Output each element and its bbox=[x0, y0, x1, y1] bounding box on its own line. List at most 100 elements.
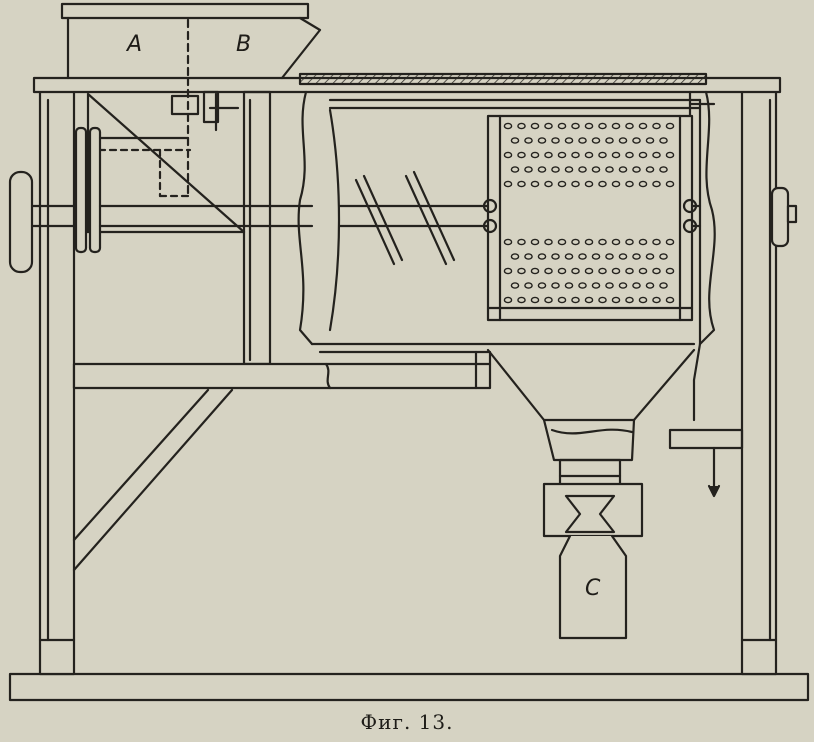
sieve-hole bbox=[645, 282, 655, 289]
sieve-hole bbox=[652, 122, 661, 130]
sieve-hole bbox=[625, 180, 634, 188]
sieve-hole bbox=[524, 253, 533, 260]
sieve-hole bbox=[611, 151, 621, 159]
sieve-hole bbox=[530, 180, 540, 188]
sieve-hole bbox=[557, 267, 567, 275]
sieve-hole bbox=[510, 282, 520, 289]
base-slab bbox=[8, 672, 810, 702]
right-knob bbox=[770, 186, 798, 248]
inner-posts bbox=[170, 90, 272, 366]
sieve-hole bbox=[665, 151, 675, 159]
sieve-hole bbox=[571, 180, 580, 188]
sieve-hole bbox=[652, 151, 661, 159]
sieve-hole bbox=[584, 296, 594, 304]
sieve-hole bbox=[571, 238, 580, 246]
sieve-hole bbox=[530, 122, 540, 130]
sieve-hole bbox=[537, 253, 547, 260]
sieve-hole bbox=[625, 296, 634, 304]
sieve-hole bbox=[632, 166, 641, 173]
sieve-hole bbox=[557, 238, 567, 246]
sieve-hole bbox=[537, 166, 547, 173]
sieve-hole bbox=[625, 151, 634, 159]
sieve-hole bbox=[638, 267, 648, 275]
figure-caption: Фиг. 13. bbox=[360, 710, 454, 734]
sieve-hole bbox=[638, 180, 648, 188]
sieve-hole bbox=[598, 180, 607, 188]
sieve-hole bbox=[503, 122, 513, 130]
sieve-hole bbox=[611, 267, 621, 275]
sieve-hole bbox=[638, 238, 648, 246]
sieve-hole bbox=[537, 137, 547, 144]
sieve-hole bbox=[638, 296, 648, 304]
sieve-hole bbox=[611, 296, 621, 304]
sieve-hole bbox=[517, 180, 526, 188]
sieve-hole bbox=[544, 151, 553, 159]
sieve-hole bbox=[598, 238, 607, 246]
left-leg bbox=[38, 88, 76, 676]
sieve-hole bbox=[524, 166, 533, 173]
sieve-hole bbox=[564, 137, 574, 144]
sieve-hole bbox=[605, 166, 614, 173]
sieve-hole bbox=[665, 267, 675, 275]
discharge-funnel bbox=[486, 348, 696, 494]
drum-casing bbox=[297, 90, 716, 346]
sieve-hole bbox=[544, 267, 553, 275]
sieve-hole bbox=[551, 282, 560, 289]
sieve-hole bbox=[564, 282, 574, 289]
sieve-hole bbox=[530, 151, 540, 159]
sieve-hole bbox=[638, 122, 648, 130]
sieve-hole bbox=[611, 238, 621, 246]
sieve-hole bbox=[645, 137, 655, 144]
sieve-hole bbox=[665, 122, 675, 130]
sieve-hole bbox=[598, 267, 607, 275]
sieve-hole bbox=[517, 151, 526, 159]
sieve-hole bbox=[632, 137, 641, 144]
sieve-hole bbox=[584, 238, 594, 246]
sieve-hole bbox=[551, 166, 560, 173]
sieve-hole bbox=[503, 238, 513, 246]
sieve-hole bbox=[510, 137, 520, 144]
sieve-hole bbox=[517, 122, 526, 130]
sieve-hole bbox=[557, 296, 567, 304]
sieve-hole bbox=[665, 180, 675, 188]
sieve-hole bbox=[591, 137, 601, 144]
sieve-hole bbox=[557, 122, 567, 130]
sieve-hole bbox=[618, 166, 628, 173]
sieve-hole bbox=[618, 282, 628, 289]
sieve-hole bbox=[544, 180, 553, 188]
sieve-hole bbox=[557, 151, 567, 159]
sieve-hole bbox=[632, 282, 641, 289]
label-c: C bbox=[585, 576, 601, 601]
sieve-hole bbox=[659, 137, 668, 144]
sieve-hole bbox=[571, 122, 580, 130]
sieve-hole bbox=[544, 238, 553, 246]
sieve-hole bbox=[652, 296, 661, 304]
sieve-hole bbox=[503, 267, 513, 275]
sieve-hole bbox=[510, 166, 520, 173]
sieve-hole bbox=[517, 296, 526, 304]
sieve-hole bbox=[571, 151, 580, 159]
sieve-hole bbox=[659, 282, 668, 289]
sieve-hole bbox=[503, 296, 513, 304]
sieve-hole bbox=[605, 253, 614, 260]
sieve-hole bbox=[571, 296, 580, 304]
sieve-hole bbox=[517, 267, 526, 275]
middle-beam bbox=[72, 350, 492, 390]
sieve-hole bbox=[625, 267, 634, 275]
sieve-hole bbox=[557, 180, 567, 188]
sieve-hole bbox=[638, 151, 648, 159]
hopper-brace bbox=[78, 92, 246, 234]
sieve-hole bbox=[564, 253, 574, 260]
sieve-hole bbox=[584, 151, 594, 159]
sieve-hole bbox=[524, 137, 533, 144]
sieve-hole bbox=[652, 238, 661, 246]
sieve-hole bbox=[611, 180, 621, 188]
perforated-sieve bbox=[482, 114, 698, 322]
sieve-hole bbox=[584, 180, 594, 188]
sieve-hole bbox=[503, 151, 513, 159]
pulleys bbox=[74, 126, 314, 254]
sieve-hole bbox=[524, 282, 533, 289]
sieve-hole bbox=[645, 253, 655, 260]
diagonal-brace bbox=[72, 388, 234, 572]
sieve-hole bbox=[578, 282, 587, 289]
